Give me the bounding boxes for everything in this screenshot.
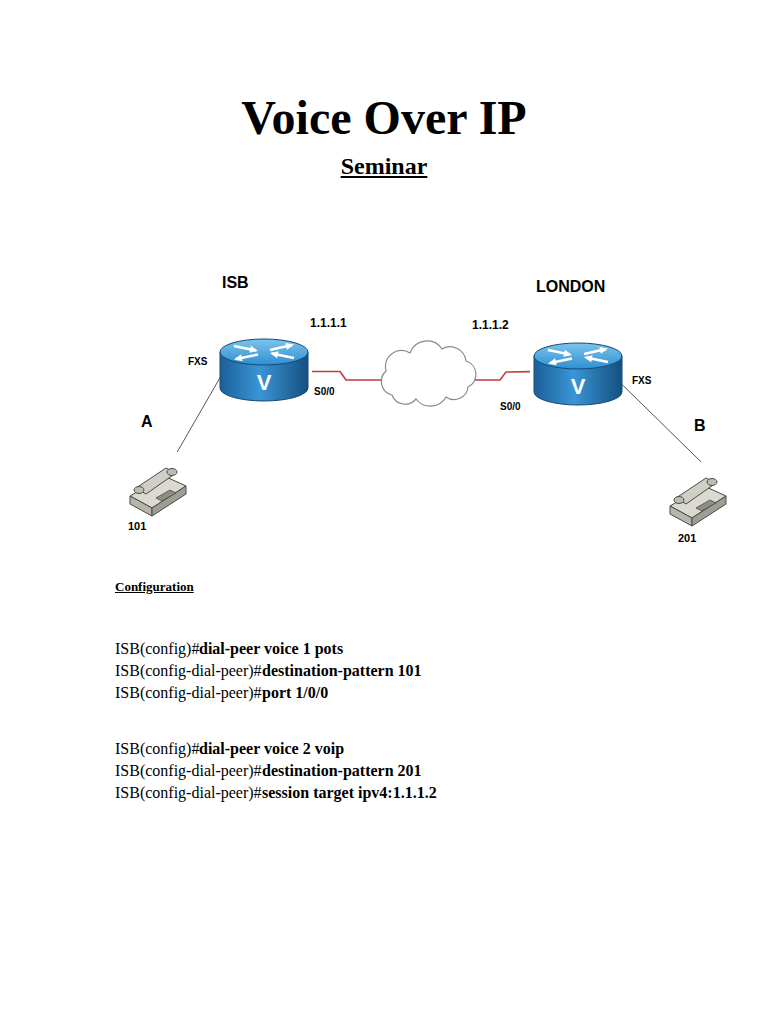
phone-earpiece (674, 497, 684, 504)
phone-line (177, 378, 220, 452)
phone-side (692, 496, 726, 526)
router-top (220, 339, 308, 365)
router-symbol-letter: V (530, 374, 626, 400)
phone-keypad (156, 490, 176, 501)
port-name: FXS (188, 356, 207, 367)
cli-command: port 1/0/0 (262, 684, 328, 702)
phone-icon (666, 462, 730, 548)
cli-prompt: ISB(config-dial-peer)# (115, 784, 262, 802)
cli-prompt: ISB(config-dial-peer)# (115, 762, 262, 780)
router-arrow-head (563, 350, 572, 357)
router-symbol-letter: V (216, 370, 312, 396)
subtitle: Seminar (0, 153, 768, 180)
voice-router: LONDON V (530, 278, 626, 408)
section-heading: Configuration (115, 579, 194, 595)
router-arrow-head (249, 346, 258, 353)
phone-letter: B (694, 417, 706, 435)
port-name: S0/0 (500, 401, 521, 412)
phone-front (130, 496, 152, 516)
router-top (534, 343, 622, 369)
phone-letter: A (141, 413, 153, 431)
ip-address: 1.1.1.2 (472, 318, 509, 332)
cli-prompt: ISB(config)# (115, 640, 199, 658)
router-arrow-head (548, 358, 557, 365)
extension-number: 201 (678, 532, 696, 544)
router-arrow-head (234, 354, 243, 361)
router-arrow-head (285, 343, 294, 350)
network-cloud (381, 341, 476, 406)
voice-router: ISB V (216, 274, 312, 404)
cli-command: dial-peer voice 1 pots (199, 640, 343, 658)
cli-command: destination-pattern 201 (262, 762, 422, 780)
phone-keypad (696, 500, 716, 511)
cli-prompt: ISB(config)# (115, 740, 199, 758)
router-name: ISB (222, 274, 249, 292)
extension-number: 101 (128, 520, 146, 532)
telephone: 201 (666, 462, 730, 548)
cli-command: destination-pattern 101 (262, 662, 422, 680)
port-name: FXS (632, 375, 651, 386)
phone-side (152, 486, 186, 516)
router-arrow-head (599, 347, 608, 354)
router-arrow-head (584, 355, 593, 362)
phone-earpiece (134, 487, 144, 494)
phone-mouthpiece (167, 469, 177, 476)
router-arrow-head (270, 351, 279, 358)
phone-mouthpiece (707, 479, 717, 486)
phone-line (622, 385, 701, 462)
page-title: Voice Over IP (0, 90, 768, 145)
cli-command: dial-peer voice 2 voip (199, 740, 344, 758)
ip-address: 1.1.1.1 (310, 316, 347, 330)
cli-prompt: ISB(config-dial-peer)# (115, 684, 262, 702)
cli-command: session target ipv4:1.1.1.2 (262, 784, 437, 802)
router-name: LONDON (536, 278, 605, 296)
phone-front (670, 506, 692, 526)
port-name: S0/0 (314, 386, 335, 397)
telephone: 101 (126, 452, 190, 538)
cli-prompt: ISB(config-dial-peer)# (115, 662, 262, 680)
